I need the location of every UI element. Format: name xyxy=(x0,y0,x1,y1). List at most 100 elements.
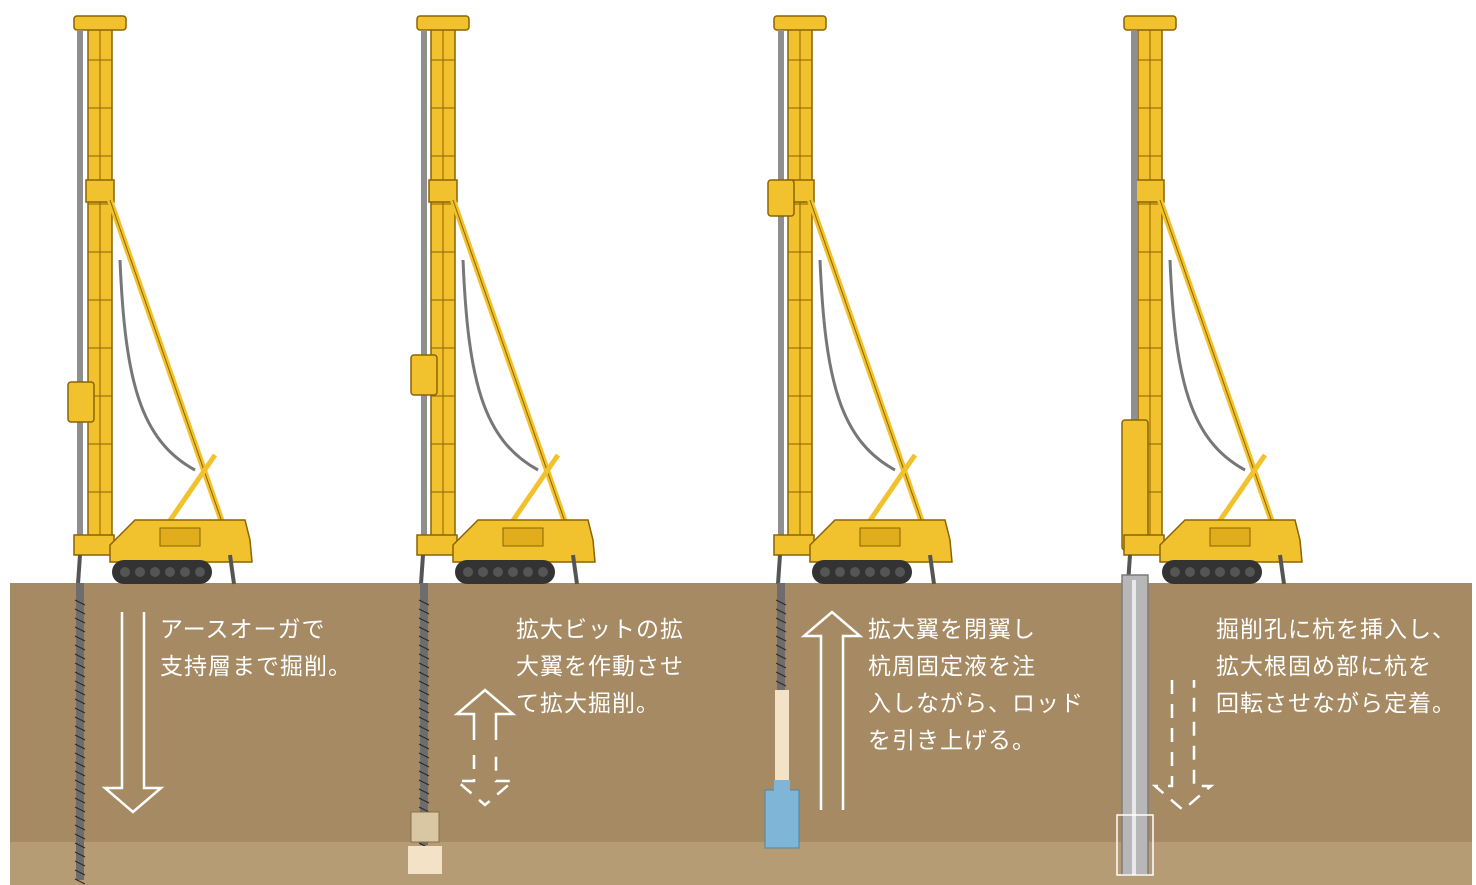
auger-flight xyxy=(74,824,86,831)
auger-flight xyxy=(418,680,430,687)
auger-flight xyxy=(418,608,430,615)
step-4-line-2: 拡大根固め部に杭を xyxy=(1216,654,1432,680)
auger-flight xyxy=(418,689,430,696)
pile-rig-4 xyxy=(1116,15,1303,876)
step-4-description: 掘削孔に杭を挿入し、 拡大根固め部に杭を 回転させながら定着。 xyxy=(1216,612,1456,723)
auger-flight xyxy=(418,671,430,678)
step-3-up-arrow xyxy=(800,610,864,810)
hydraulic-hose xyxy=(818,259,896,472)
pile-rig-1 xyxy=(67,15,253,885)
auger-flight xyxy=(418,707,430,714)
auger-flight xyxy=(74,797,86,804)
outrigger-left xyxy=(419,554,425,585)
auger-flight xyxy=(418,626,430,633)
track-roller xyxy=(835,567,845,577)
mast-top-sheave xyxy=(416,15,470,31)
mast-clamp xyxy=(428,179,458,203)
track-roller xyxy=(1170,567,1180,577)
hydraulic-hose xyxy=(461,259,539,472)
crawler-track xyxy=(455,560,555,584)
auger-flight xyxy=(74,869,86,876)
ground-soil xyxy=(10,583,1472,885)
track-roller xyxy=(1200,567,1210,577)
auger-flight xyxy=(74,860,86,867)
track-roller xyxy=(895,567,905,577)
track-roller xyxy=(865,567,875,577)
auger-flight xyxy=(74,878,86,885)
engine-cover xyxy=(1209,527,1251,547)
rig-backstay-edge xyxy=(452,199,574,546)
auger-flight xyxy=(418,725,430,732)
auger-flight xyxy=(775,599,787,606)
fixing-fluid-bulb xyxy=(764,789,800,849)
track-roller xyxy=(150,567,160,577)
auger-flight xyxy=(74,653,86,660)
auger-flight xyxy=(775,644,787,651)
crawler-track xyxy=(812,560,912,584)
step-2-line-1: 拡大ビットの拡 xyxy=(516,617,684,643)
auger-drive-unit xyxy=(1121,419,1149,551)
auger-flight xyxy=(418,806,430,813)
bearing-layer xyxy=(10,842,1472,885)
mast-foot xyxy=(416,534,458,556)
auger-flight xyxy=(418,761,430,768)
auger-flight xyxy=(418,734,430,741)
auger-flight xyxy=(775,662,787,669)
track-roller xyxy=(538,567,548,577)
auger-flight xyxy=(74,599,86,606)
step-4-line-3: 回転させながら定着。 xyxy=(1216,691,1456,717)
auger-flight xyxy=(418,644,430,651)
auger-flight xyxy=(775,671,787,678)
auger-flight xyxy=(74,725,86,732)
track-roller xyxy=(120,567,130,577)
track-roller xyxy=(1230,567,1240,577)
auger-drive-unit xyxy=(410,354,438,396)
auger-flight xyxy=(74,662,86,669)
outrigger-left xyxy=(776,554,782,585)
auger-drive-unit xyxy=(67,381,95,423)
step-1-line-1: アースオーガで xyxy=(160,617,326,643)
track-roller xyxy=(135,567,145,577)
step-1-description: アースオーガで 支持層まで掘削。 xyxy=(160,612,352,686)
step-3-description: 拡大翼を閉翼し 杭周固定液を注 入しながら、ロッド を引き上げる。 xyxy=(868,612,1084,760)
auger-flight xyxy=(74,779,86,786)
auger-flight xyxy=(74,626,86,633)
auger-flight xyxy=(74,707,86,714)
mast-clamp xyxy=(1135,179,1165,203)
rod-trace xyxy=(775,690,789,790)
auger-flight xyxy=(74,644,86,651)
hydraulic-hose xyxy=(1168,259,1246,472)
mast-clamp xyxy=(85,179,115,203)
track-roller xyxy=(1245,567,1255,577)
step-3-line-1: 拡大翼を閉翼し xyxy=(868,617,1036,643)
auger-flight xyxy=(74,617,86,624)
sky-background xyxy=(0,0,1476,585)
auger-flight xyxy=(418,788,430,795)
auger-flight xyxy=(74,788,86,795)
auger-flight xyxy=(74,743,86,750)
auger-flight xyxy=(74,842,86,849)
rig-backstay-edge xyxy=(809,199,931,546)
auger-flight xyxy=(74,608,86,615)
auger-flight xyxy=(418,653,430,660)
outrigger-left xyxy=(76,554,82,585)
outrigger-right xyxy=(928,554,936,585)
step-4-down-arrow xyxy=(1151,680,1215,812)
mast-foot xyxy=(1123,534,1165,556)
rig-backstay-edge xyxy=(109,199,231,546)
arrow-shape xyxy=(453,688,517,740)
step-2-line-3: て拡大掘削。 xyxy=(516,691,660,717)
mast-top-sheave xyxy=(1123,15,1177,31)
step-3-line-2: 杭周固定液を注 xyxy=(868,654,1036,680)
track-roller xyxy=(180,567,190,577)
track-roller xyxy=(493,567,503,577)
track-roller xyxy=(1215,567,1225,577)
auger-flight xyxy=(74,689,86,696)
auger-flight xyxy=(418,617,430,624)
mast-top-sheave xyxy=(773,15,827,31)
step-3-line-3: 入しながら、ロッド xyxy=(868,691,1084,717)
outrigger-right xyxy=(571,554,579,585)
auger-flight xyxy=(418,716,430,723)
step-1-line-2: 支持層まで掘削。 xyxy=(160,654,352,680)
